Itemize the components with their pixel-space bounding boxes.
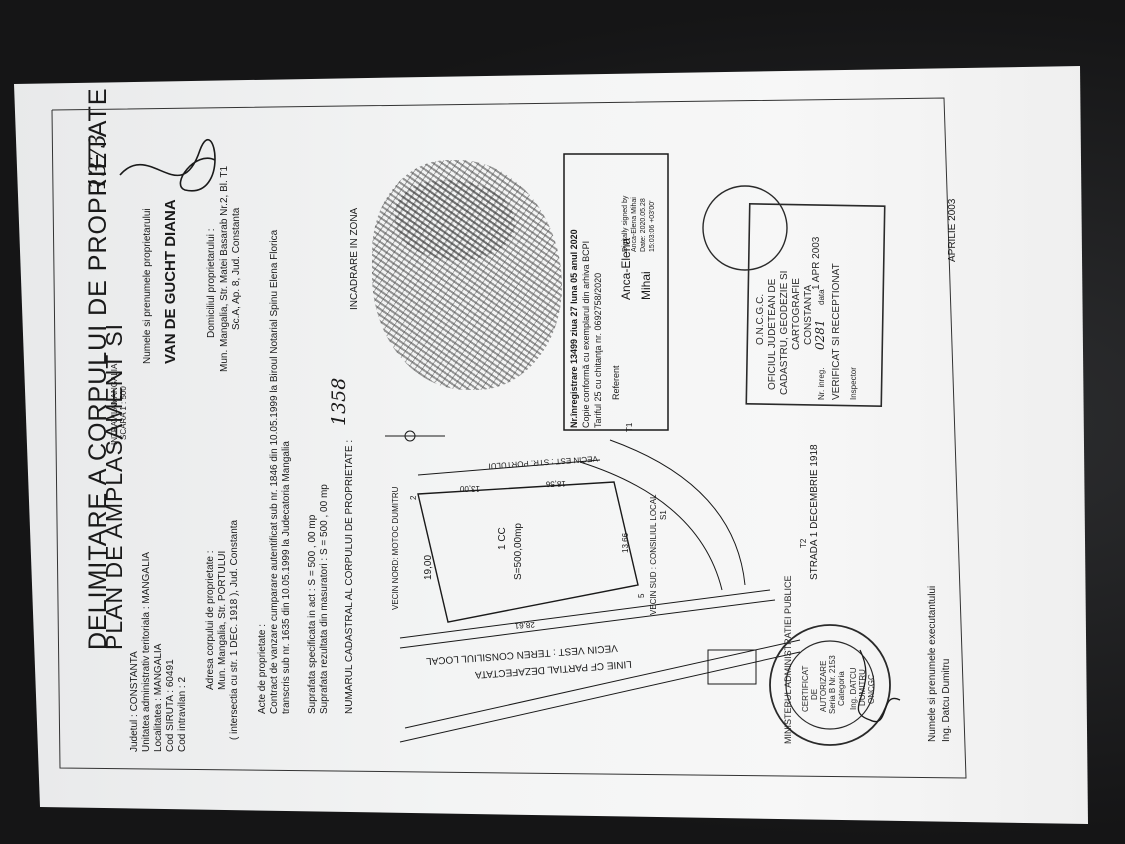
stamp-line-1: Nr.înregistrare 13499 ziua 27 luna 05 an… [569,229,579,428]
round-stamp-line-8: ONCGC [867,674,876,704]
oncgc-line-2: OFICIUL JUDETEAN DE [767,278,778,390]
point-t1: T1 [625,422,634,432]
stamp-referent-label: Referent [611,365,621,400]
round-stamp-line-1: CERTIFICAT [801,665,810,712]
corner-s1: S1 [659,510,668,520]
stamp-line-2: Copie conformă cu exemplarul din arhiva … [581,240,591,428]
signature-top [119,139,216,192]
round-stamp-line-7: DUMITRU [858,669,867,706]
round-stamp-line-6: Ing. DATCU [849,667,858,710]
parcel-area: S=500,00mp [513,523,524,580]
road-line-1 [399,651,801,743]
oval-stamp [702,185,788,271]
point-t2: T2 [799,538,808,548]
document-inner-border [51,97,967,779]
stamp-digital-2: Anca-Elena Mihai [631,197,638,252]
round-stamp-ring-text: MINISTERUL ADMINISTRATIEI PUBLICE [783,575,793,744]
round-stamp-ring-inner [785,640,875,730]
stamp-digital-4: 15:03:06 +03'00' [649,200,656,252]
neighbor-north-label: VECIN NORD: MOTOC DUMITRU [391,486,400,610]
north-length: 19,00 [423,554,434,580]
parcel-id: 1 CC [497,527,508,550]
oncgc-nr-value: 0281 [813,319,827,350]
length-right: 13,66 [621,532,630,553]
round-stamp-line-3: AUTORIZARE [819,660,828,712]
neighbor-south-label: VECIN SUD : CONSILIUL LOCAL [649,494,658,615]
small-building [707,649,757,685]
oncgc-data-label: data [817,289,826,305]
oncgc-line-4: CARTOGRAFIE [791,278,802,350]
railway-line-2 [399,599,776,649]
round-stamp-line-2: DE [810,688,819,700]
length-bottom: 28,61 [514,620,536,631]
street-portului-line [417,459,601,476]
round-stamp-line-5: Categoria [837,671,846,706]
corner-2: 2 [409,495,418,500]
stamp-digital-1: Digitally signed by [622,195,629,252]
zone-map-image [372,160,562,390]
street-1-dec-label: STRADA 1 DECEMBRIE 1918 [809,444,820,580]
executant-name: Ing. Datcu Dumitru [941,658,952,742]
oncgc-nr-label: Nr. inreg. [817,367,826,400]
length-top-left: 13,00 [459,484,480,493]
round-stamp-line-4: Seria B Nr. 2153 [828,655,837,714]
road-line-2 [404,639,801,729]
oncgc-stamp-frame [745,203,886,407]
oncgc-verified: VERIFICAT SI RECEPTIONAT [831,263,842,400]
north-arrow-circle [404,430,416,442]
round-stamp-ring-outer [769,624,891,746]
railway-line-1 [399,589,771,639]
document-date: APRILIE 2003 [947,198,958,262]
stamp-digital-3: Date: 2020.05.28 [640,198,647,252]
executant-label: Numele si prenumele executantului [927,585,938,742]
street-1-dec-curve-inner [579,461,723,591]
parcel-outline [417,481,639,623]
stamp-box-frame [563,153,669,431]
oncgc-inspector: Inspector [849,367,858,400]
oncgc-line-3: CADASTRU, GEODEZIE SI [779,270,790,395]
street-1-dec-curve-outer [609,439,746,586]
zone-map-image-extra [395,180,515,260]
oncgc-line-1: O.N.C.G.C. [755,293,766,345]
length-top-right: 18,56 [545,479,567,489]
stamp-line-3: Tariful 25 cu chitanţa nr. 0692758/2020 [593,272,603,428]
corner-5: 5 [637,593,646,598]
oncgc-date: 1 APR 2003 [811,236,822,290]
signature-stamp [857,649,901,723]
stamp-signer-name-2: Mihai [639,271,653,300]
